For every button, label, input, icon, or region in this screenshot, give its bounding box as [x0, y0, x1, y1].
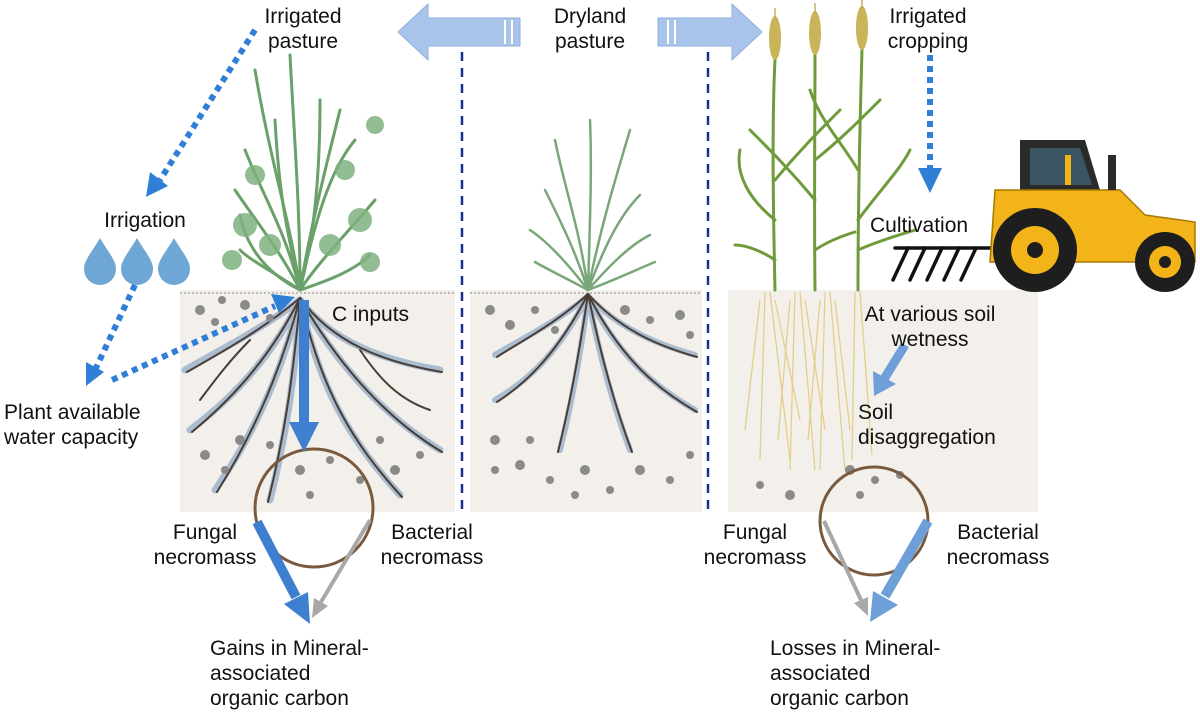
label-irrigation: Irrigation [104, 209, 186, 232]
arrow-to-irrigated-pasture [397, 2, 521, 62]
roots-dryland-pasture [492, 293, 698, 453]
wheat-crop [733, 0, 917, 292]
grass-dryland-pasture [528, 118, 657, 292]
disaggregation-arrow [873, 342, 909, 396]
dotted-arrows [92, 28, 933, 383]
bacterial-arrow-left [312, 518, 372, 618]
label-cultivation: Cultivation [870, 214, 969, 237]
c-inputs-arrow [289, 300, 319, 452]
water-drops-icon [84, 238, 190, 285]
dotted-arrowheads [86, 168, 942, 386]
soil-panel-irrigated-cropping [728, 290, 1038, 512]
tractor [891, 140, 1196, 292]
grass-irrigated-pasture [233, 53, 377, 292]
clover-leaves [222, 116, 384, 272]
necromass-circle-left [253, 447, 375, 569]
soil-microbes [195, 296, 904, 500]
arrow-to-irrigated-cropping [657, 2, 763, 62]
fungal-arrow-right [822, 520, 868, 616]
bacterial-arrow-right [870, 518, 933, 622]
roots-irrigated-cropping [744, 291, 873, 471]
fungal-arrow-left [252, 519, 310, 624]
label-c-inputs: C inputs [332, 303, 410, 326]
cultivator-tines [891, 246, 994, 282]
